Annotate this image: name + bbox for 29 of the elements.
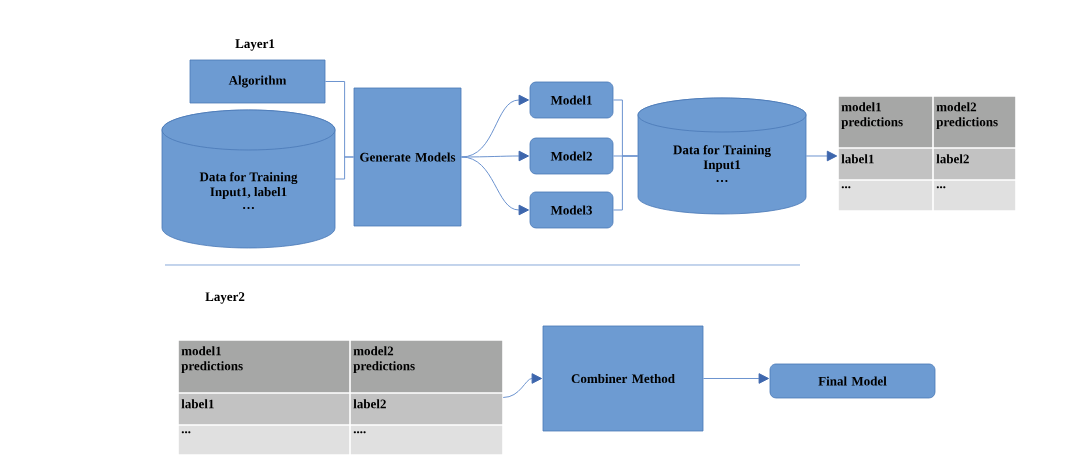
arrow [460,156,529,216]
database-cylinder: Data for Training Input1 … [637,97,807,215]
database-cylinder: Data for Training Input1, label1 … [161,109,336,249]
model-box: Final Model [769,363,936,399]
table-cell: label1 [178,393,350,425]
table-cell: ... [838,180,933,211]
connector-line [612,155,639,211]
arrow [805,150,838,162]
table-cell: .... [350,425,503,455]
layer-heading: Layer2 [205,292,245,304]
table-cell: model1 predictions [178,340,350,393]
model-box: Model2 [529,137,614,175]
arrow [460,150,529,162]
process-box: Algorithm [189,59,326,104]
arrow [702,373,769,384]
table-cell: model2 predictions [933,96,1016,148]
table-cell: label1 [838,148,933,180]
table-cell: ... [933,180,1016,211]
table-cell: model1 predictions [838,96,933,148]
connector-line [334,156,355,180]
table-cell: label2 [933,148,1016,180]
model-box: Model1 [529,81,614,119]
arrow [502,373,542,398]
table-cell: ... [178,425,350,455]
table-cell: model2 predictions [350,340,503,393]
process-box: Generate Models [353,87,462,227]
table-cell: label2 [350,393,503,425]
model-box: Model3 [529,191,614,229]
process-box: Combiner Method [542,325,704,432]
